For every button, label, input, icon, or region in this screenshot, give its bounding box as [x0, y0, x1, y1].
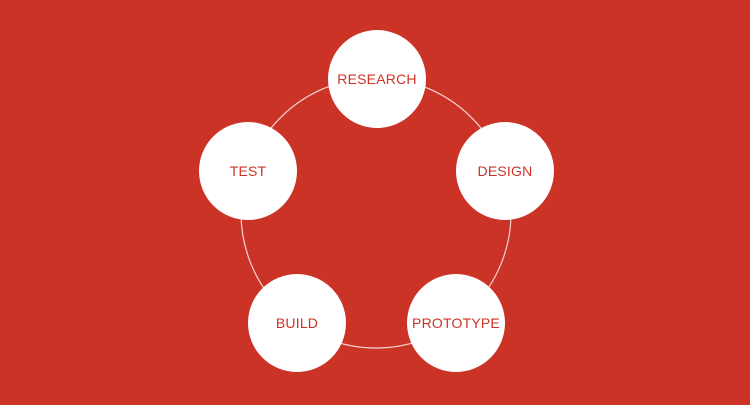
node-research: RESEARCH [328, 30, 426, 128]
node-build: BUILD [248, 274, 346, 372]
node-design: DESIGN [456, 122, 554, 220]
node-build-label: BUILD [275, 315, 319, 331]
node-prototype: PROTOTYPE [407, 274, 505, 372]
node-test: TEST [199, 122, 297, 220]
node-research-label: RESEARCH [337, 71, 417, 87]
node-design-label: DESIGN [477, 163, 533, 179]
node-prototype-label: PROTOTYPE [412, 315, 500, 331]
node-test-label: TEST [229, 163, 267, 179]
